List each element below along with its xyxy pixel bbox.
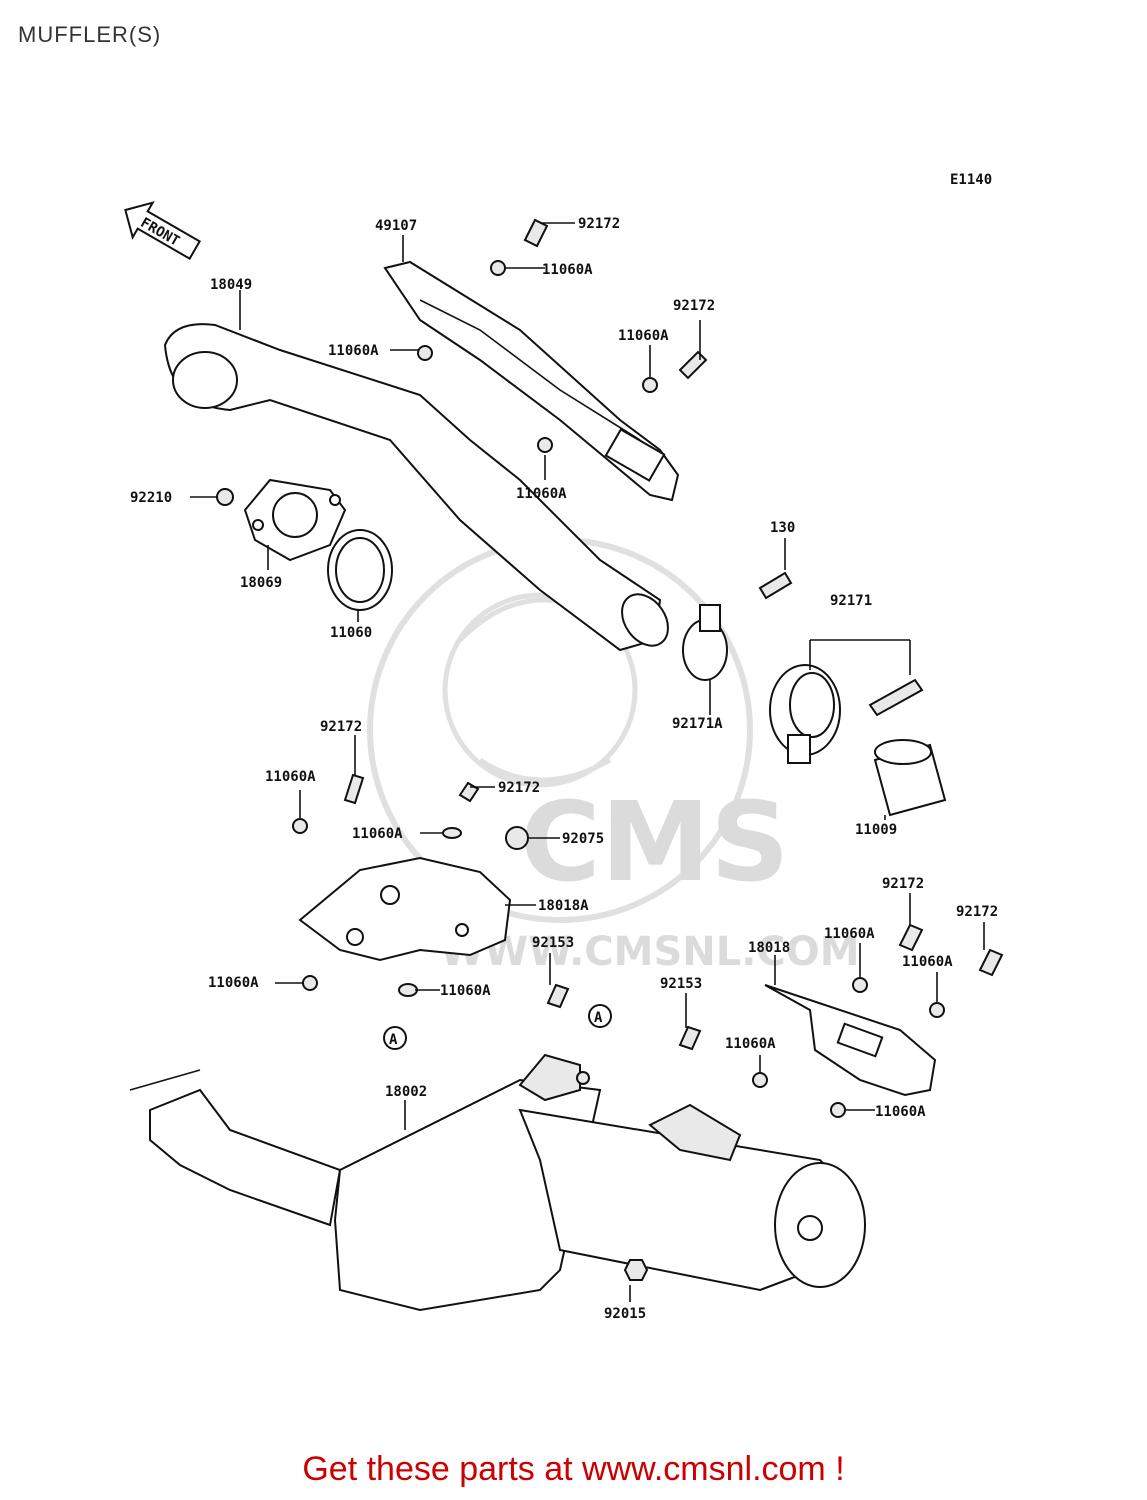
part-label: 130 xyxy=(770,520,795,536)
part-label: 92172 xyxy=(673,298,715,314)
part-label: 92172 xyxy=(882,876,924,892)
part-label: 92015 xyxy=(604,1306,646,1322)
part-label: 18049 xyxy=(210,277,252,293)
heat-shield-18018a xyxy=(298,856,512,962)
front-arrow-icon: FRONT xyxy=(124,201,202,261)
part-label: 92172 xyxy=(956,904,998,920)
part-label: 11060A xyxy=(902,954,953,970)
promo-link[interactable]: Get these parts at www.cmsnl.com ! xyxy=(302,1450,845,1488)
part-label: 92172 xyxy=(320,719,362,735)
part-label: 92172 xyxy=(578,216,620,232)
leader-lines xyxy=(129,222,985,1302)
part-label: 11060A xyxy=(440,983,491,999)
watermark-brand: CMS xyxy=(520,778,789,906)
bolt-92153-right xyxy=(678,1025,702,1051)
nut-92210 xyxy=(216,488,234,506)
part-label: 18018A xyxy=(538,898,589,914)
part-label: 11060A xyxy=(725,1036,776,1052)
svg-text:A: A xyxy=(594,1010,603,1026)
part-label: 11060A xyxy=(328,343,379,359)
diagram-code: E1140 xyxy=(950,172,992,188)
grommet-92075 xyxy=(505,826,529,850)
part-label: 18002 xyxy=(385,1084,427,1100)
nut-92015 xyxy=(623,1259,649,1281)
part-label: 11009 xyxy=(855,822,897,838)
gasket-11009 xyxy=(873,739,947,817)
part-label: 11060A xyxy=(265,769,316,785)
promo-banner: Get these parts at www.cmsnl.com ! xyxy=(0,1450,1147,1489)
part-label: 11060A xyxy=(208,975,259,991)
part-label: 92153 xyxy=(660,976,702,992)
part-label: 11060A xyxy=(875,1104,926,1120)
part-label: 11060A xyxy=(542,262,593,278)
part-label: 11060 xyxy=(330,625,372,641)
part-label: 92171 xyxy=(830,593,872,609)
cms-watermark-logo: CMS WWW.CMSNL.COM xyxy=(367,537,860,975)
part-label: 92210 xyxy=(130,490,172,506)
part-label: 11060A xyxy=(516,486,567,502)
bolt-130 xyxy=(758,571,793,600)
parts-diagram: CMS WWW.CMSNL.COM E1140 FRONT xyxy=(124,172,1004,1322)
part-label: 92171A xyxy=(672,716,723,732)
part-label: 92172 xyxy=(498,780,540,796)
page-title: MUFFLER(S) xyxy=(18,22,162,47)
part-label: 18018 xyxy=(748,940,790,956)
exhaust-pipe-18049 xyxy=(163,323,662,652)
part-label: 49107 xyxy=(375,218,417,234)
part-label: 92153 xyxy=(532,935,574,951)
heat-guard-49107 xyxy=(383,260,680,502)
pipe-outlet xyxy=(621,593,669,647)
muffler-18002 xyxy=(149,1053,866,1312)
part-label: 11060A xyxy=(824,926,875,942)
part-label: 11060A xyxy=(618,328,669,344)
pipe-inlet xyxy=(172,351,238,409)
clamp-92171a xyxy=(682,604,728,681)
part-label: 92075 xyxy=(562,831,604,847)
watermark-url: WWW.CMSNL.COM xyxy=(440,929,860,975)
clamp-92171 xyxy=(769,664,841,764)
svg-text:A: A xyxy=(389,1032,398,1048)
callout-marker-a-left: A xyxy=(383,1026,407,1050)
callout-marker-a-right: A xyxy=(588,1004,612,1028)
bolt-92153-left xyxy=(546,983,570,1009)
part-label: 11060A xyxy=(352,826,403,842)
part-label: 18069 xyxy=(240,575,282,591)
